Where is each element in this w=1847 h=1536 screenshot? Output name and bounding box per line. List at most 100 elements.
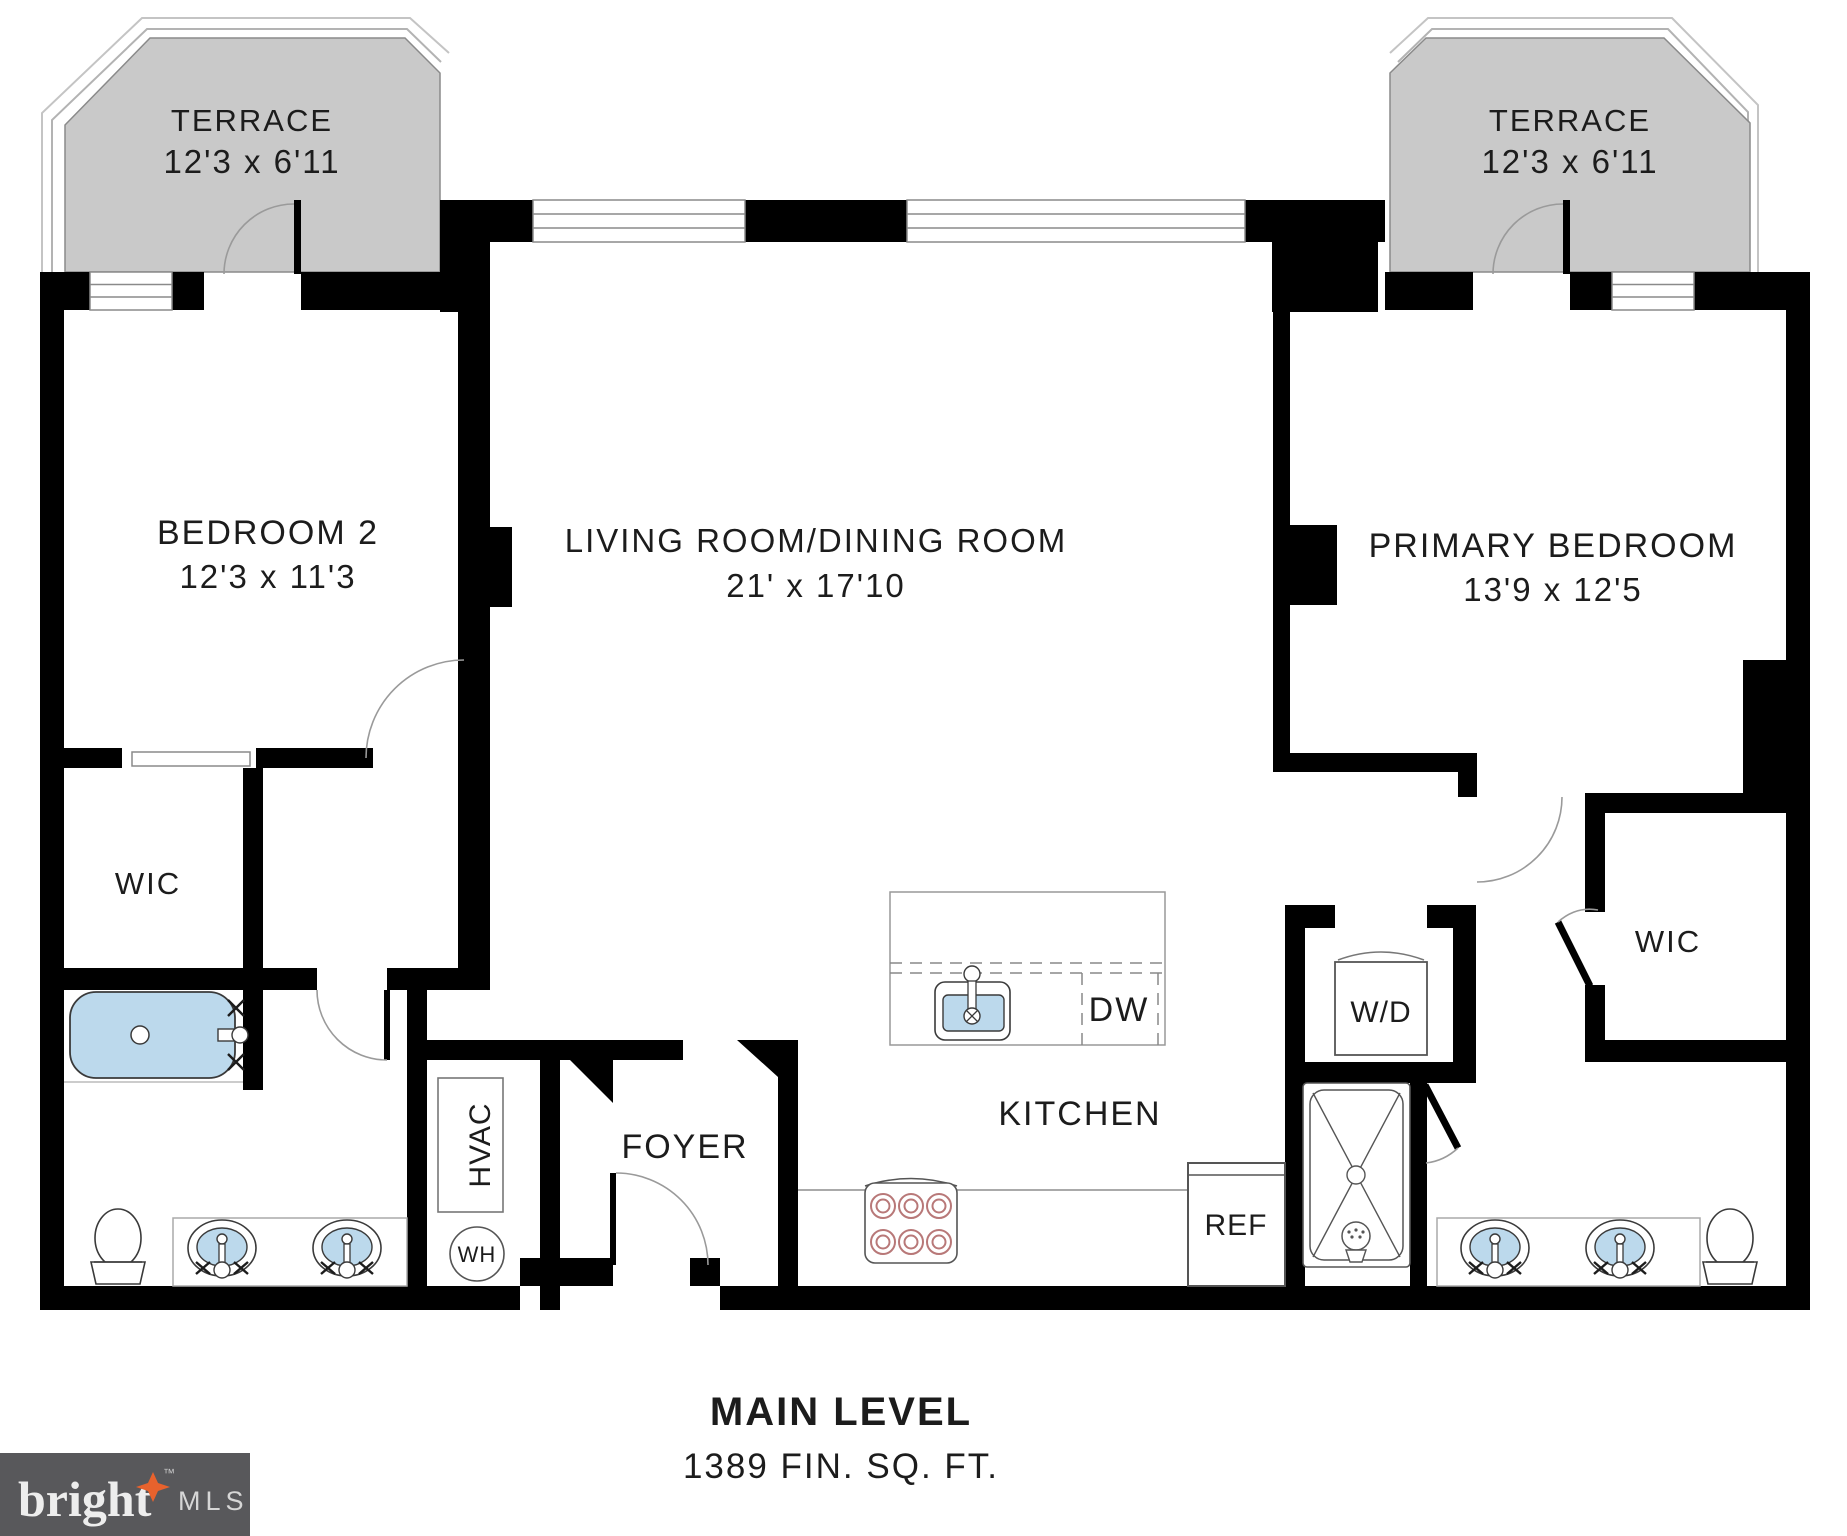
ref-label: REF	[1205, 1209, 1268, 1242]
logo-suffix: MLS	[178, 1486, 249, 1516]
terrace-left: TERRACE 12'3 x 6'11	[41, 17, 450, 273]
logo-background	[0, 1453, 250, 1536]
wall	[1605, 1040, 1786, 1062]
wall	[520, 1258, 613, 1286]
toilet-icon	[1702, 1208, 1758, 1285]
door-leaf	[610, 1173, 616, 1265]
door-leaf	[384, 990, 390, 1060]
terrace-left-dims: 12'3 x 6'11	[163, 143, 340, 180]
terrace-right: TERRACE 12'3 x 6'11	[1389, 17, 1759, 273]
plan-subtitle: 1389 FIN. SQ. FT.	[683, 1447, 999, 1486]
wall	[1585, 985, 1605, 1062]
door-leaf-angled	[1554, 920, 1594, 988]
primary-bedroom-label: PRIMARY BEDROOM	[1369, 527, 1738, 565]
wall	[1570, 272, 1612, 310]
door-arc	[1557, 908, 1599, 923]
wall	[1290, 525, 1337, 605]
hvac-unit	[437, 1077, 504, 1213]
bathroom-left	[64, 991, 408, 1287]
wall	[490, 527, 512, 607]
room-labels: BEDROOM 2 12'3 x 11'3 LIVING ROOM/DINING…	[115, 514, 1738, 1166]
wall	[407, 968, 490, 990]
wall	[1585, 793, 1743, 813]
door-leaf	[461, 660, 467, 758]
wall	[1385, 272, 1473, 310]
wh-label: WH	[458, 1242, 497, 1267]
wall	[64, 748, 122, 768]
terrace-steps	[51, 28, 442, 272]
terrace-steps	[1389, 17, 1759, 272]
door-leaf-angled	[1421, 1083, 1462, 1150]
door-arc	[1425, 1147, 1459, 1164]
door-arc	[365, 659, 465, 759]
wall	[243, 768, 263, 968]
wall	[64, 968, 317, 990]
wall-angled	[570, 1060, 613, 1103]
window	[1611, 271, 1695, 311]
wall	[40, 1286, 520, 1310]
wall	[243, 990, 263, 1090]
wall	[1786, 272, 1810, 1310]
wall	[1458, 753, 1477, 797]
bedroom2-dims: 12'3 x 11'3	[179, 558, 356, 595]
bathroom-right	[1436, 1208, 1758, 1287]
wall	[1285, 1062, 1476, 1083]
door-arc	[1492, 203, 1564, 275]
wall	[690, 1258, 720, 1286]
wall	[1453, 928, 1476, 1083]
wall	[172, 272, 204, 310]
windows	[89, 199, 1695, 311]
wall	[1427, 905, 1476, 928]
walls	[40, 200, 1810, 1310]
closet-door-line	[1337, 951, 1425, 961]
terrace-right-label: TERRACE	[1489, 103, 1651, 138]
wall	[1245, 200, 1385, 242]
wall	[1743, 660, 1786, 813]
wall	[1285, 905, 1335, 928]
wall	[1273, 753, 1458, 772]
logo-text: bright	[18, 1471, 152, 1527]
wic-left-label: WIC	[115, 866, 181, 901]
wall	[1273, 242, 1290, 753]
foyer-label: FOYER	[621, 1128, 748, 1166]
kitchen-sink-icon	[934, 965, 1011, 1041]
window	[532, 199, 746, 243]
primary-bedroom-dims: 13'9 x 12'5	[1463, 571, 1643, 608]
wall	[256, 748, 373, 768]
wall	[40, 272, 64, 1310]
hvac-label: HVAC	[464, 1102, 497, 1187]
laundry-closet: W/D	[1334, 951, 1428, 1056]
water-heater-icon	[449, 1226, 505, 1282]
toilet-icon	[90, 1208, 146, 1285]
wall	[301, 272, 440, 310]
wall	[440, 200, 533, 242]
door-leaf	[294, 200, 301, 274]
wall	[427, 1040, 683, 1060]
shower-icon	[1302, 1082, 1411, 1268]
pocket-door	[131, 751, 251, 767]
door-leaf	[1563, 200, 1570, 274]
logo-tm: ™	[163, 1466, 175, 1480]
brand-logo: bright ™ MLS	[0, 1453, 250, 1536]
living-room-dims: 21' x 17'10	[726, 567, 906, 604]
door-arc	[1476, 796, 1563, 883]
plan-title-block: MAIN LEVEL 1389 FIN. SQ. FT.	[683, 1390, 999, 1486]
wall	[1410, 1083, 1427, 1286]
terrace-left-label: TERRACE	[171, 103, 333, 138]
bathtub-icon	[69, 991, 249, 1079]
island: DW	[889, 891, 1166, 1046]
wall	[745, 200, 907, 242]
wall	[1285, 905, 1305, 1310]
wall	[440, 242, 490, 312]
wall	[458, 768, 490, 968]
refrigerator-icon: REF	[1187, 1162, 1286, 1287]
wall-angled	[737, 1040, 778, 1077]
bedroom2-label: BEDROOM 2	[157, 514, 379, 552]
utility-closet: HVAC WH	[437, 1077, 505, 1282]
logo-star-icon	[136, 1472, 170, 1502]
kitchen-label: KITCHEN	[998, 1095, 1161, 1133]
living-room-label: LIVING ROOM/DINING ROOM	[565, 522, 1068, 559]
terrace-steps	[41, 17, 450, 272]
